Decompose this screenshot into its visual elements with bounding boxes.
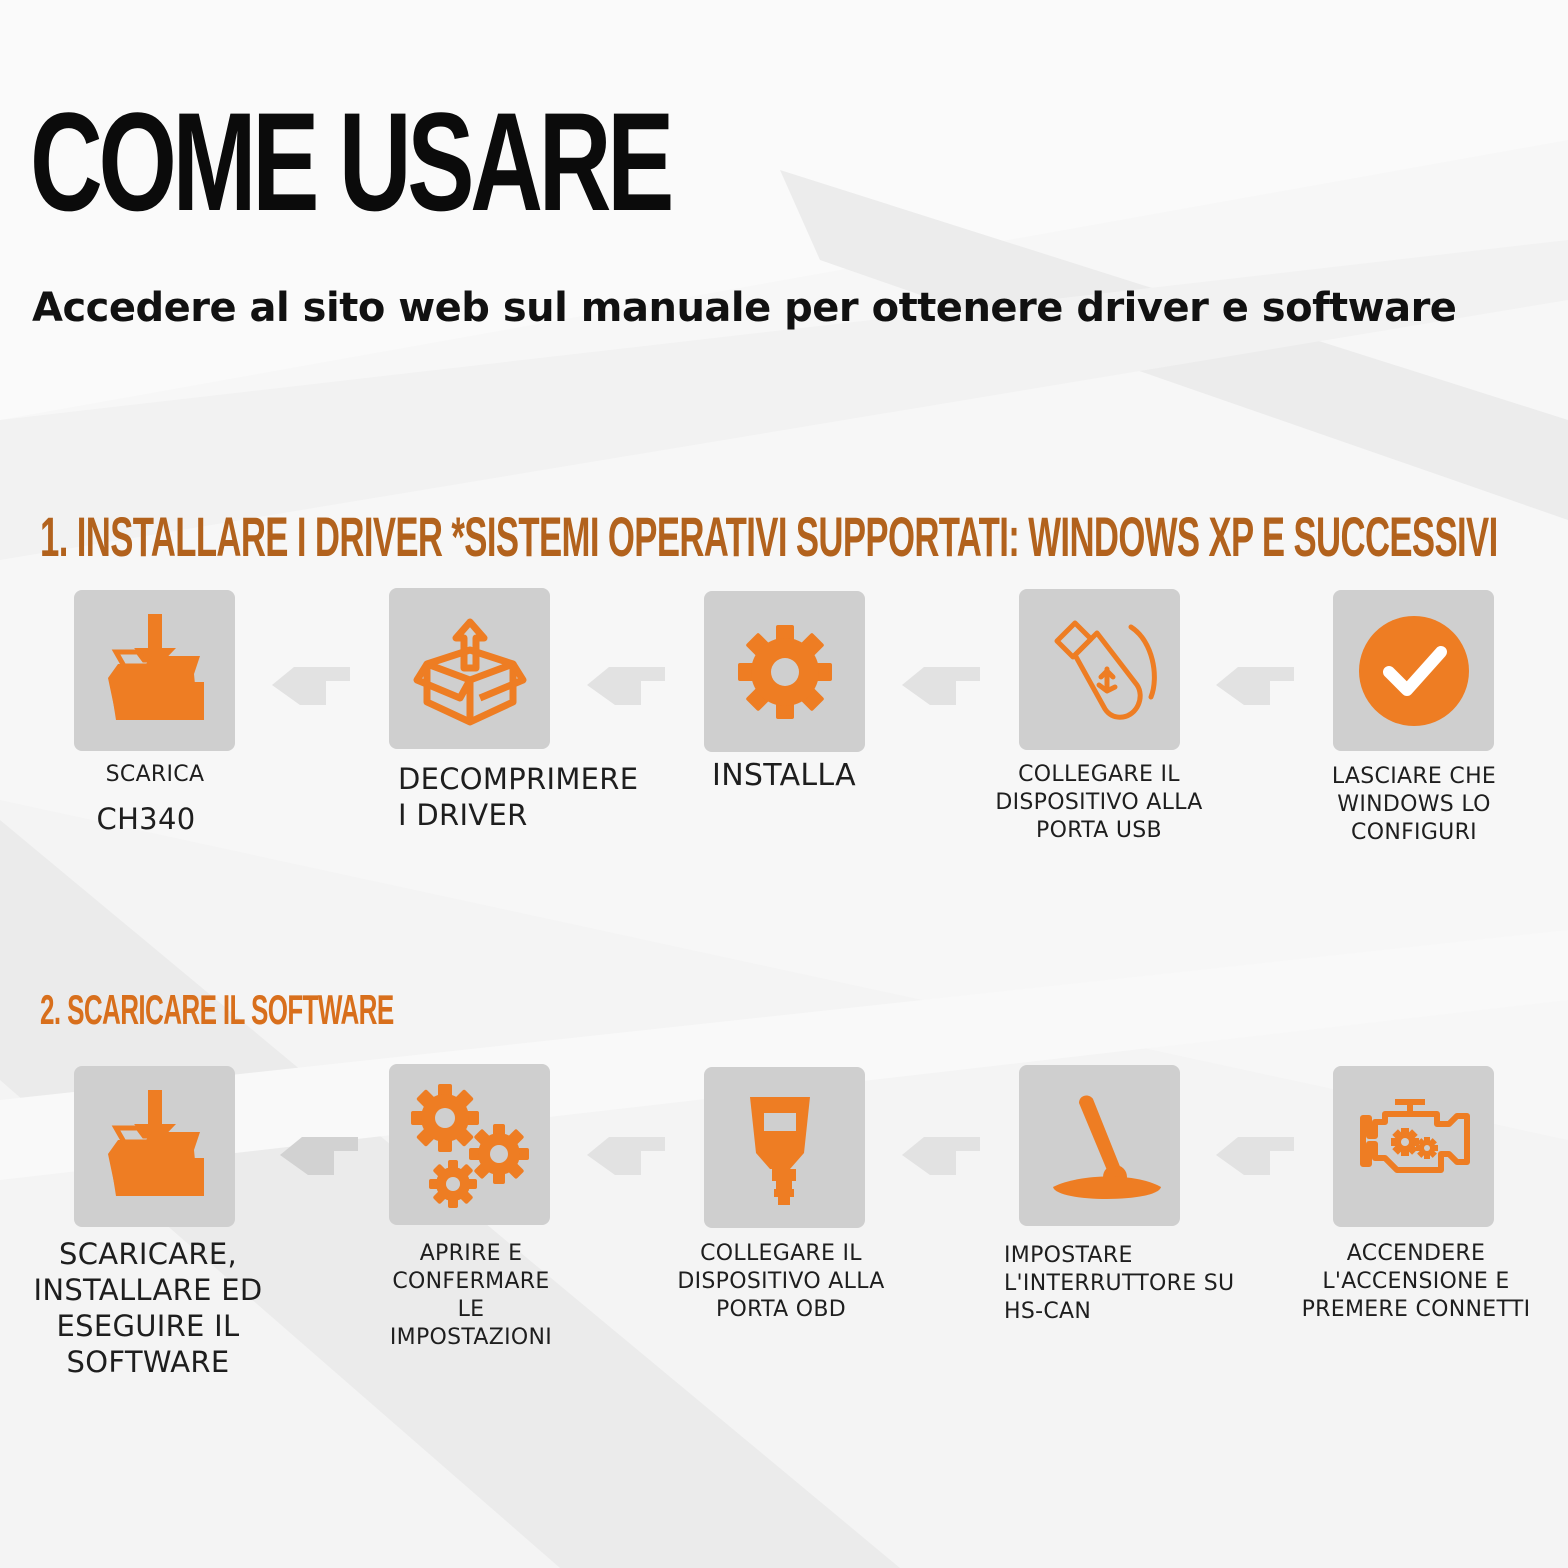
open-box-icon [413,618,526,725]
section-2-title: 2. SCARICARE IL SOFTWARE [40,986,394,1033]
pointing-hand-arrow-icon [272,667,350,705]
pointing-hand-arrow-icon [902,667,980,705]
usb-stick-icon [1054,620,1157,720]
engine-icon [1359,1098,1470,1173]
step-label-decomprimere: DECOMPRIMERE I DRIVER [398,762,639,832]
step-label-installa: INSTALLA [712,758,856,793]
step-label-collegare-obd: COLLEGARE IL DISPOSITIVO ALLA PORTA OBD [677,1241,885,1322]
step-tile-impostare [1019,1065,1180,1226]
step-tile-decomprimere [389,588,550,749]
download-folder-icon [107,613,204,720]
gears-icon [410,1083,529,1208]
step-label-scarica: SCARICA CH340 [96,762,205,836]
step-tile-accendere [1333,1066,1494,1227]
step-tile-scarica [74,590,235,751]
switch-lever-icon [1052,1095,1161,1199]
page-subtitle: Accedere al sito web sul manuale per ott… [32,285,1457,331]
step-tile-scaricare-software [74,1066,235,1227]
pointing-hand-arrow-icon [1216,667,1294,705]
pointing-hand-arrow-icon [587,1137,665,1175]
pointing-hand-arrow-icon [280,1137,358,1175]
step-tile-collegare-usb [1019,589,1180,750]
step-tile-aprire [389,1064,550,1225]
pointing-hand-arrow-icon [1216,1137,1294,1175]
step-label-aprire: APRIRE E CONFERMARE LE IMPOSTAZIONI [389,1241,553,1350]
step-label-lasciare: LASCIARE CHE WINDOWS LO CONFIGURI [1331,764,1497,845]
page-title: COME USARE [30,83,674,240]
step-tile-lasciare [1333,590,1494,751]
obd-connector-icon [749,1096,810,1205]
step-label-accendere: ACCENDERE L'ACCENSIONE E PREMERE CONNETT… [1301,1241,1531,1322]
step-label-impostare: IMPOSTARE L'INTERRUTTORE SU HS-CAN [1004,1243,1235,1324]
gear-icon [737,624,832,719]
step-label-scaricare-software: SCARICARE, INSTALLARE ED ESEGUIRE IL SOF… [33,1237,263,1379]
pointing-hand-arrow-icon [902,1137,980,1175]
step-tile-collegare-obd [704,1067,865,1228]
section-1-title: 1. INSTALLARE I DRIVER *SISTEMI OPERATIV… [40,505,1498,568]
step-tile-installa [704,591,865,752]
step-label-collegare-usb: COLLEGARE IL DISPOSITIVO ALLA PORTA USB [995,762,1203,843]
pointing-hand-arrow-icon [587,667,665,705]
checkmark-icon [1358,615,1469,726]
download-folder-icon [107,1089,204,1196]
